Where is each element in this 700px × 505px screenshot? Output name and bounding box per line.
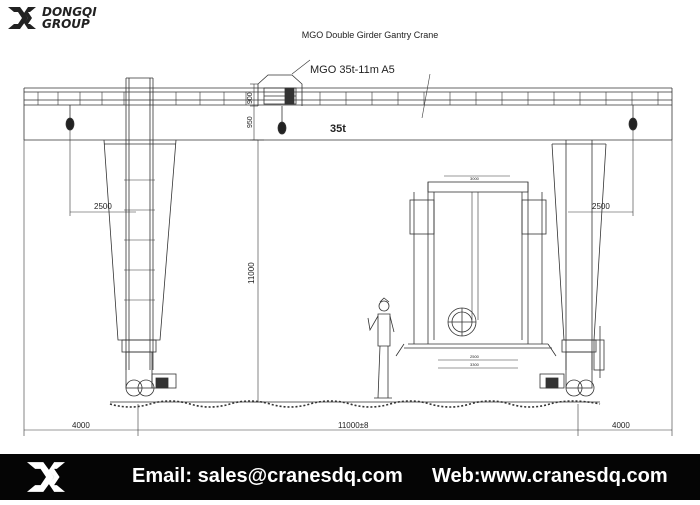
cargo-base-width: 3300 bbox=[470, 362, 480, 367]
cargo-top-width: 3000 bbox=[470, 176, 480, 181]
capacity-label: 35t bbox=[330, 123, 346, 135]
dim-hook-offset: 950 bbox=[247, 116, 254, 128]
contact-email[interactable]: Email: sales@cranesdq.com bbox=[132, 465, 403, 487]
cable-reel-icon bbox=[447, 307, 477, 337]
contact-banner: Email: sales@cranesdq.com Web:www.cranes… bbox=[0, 454, 700, 500]
brand-line1: DONGQI bbox=[42, 5, 97, 19]
dim-outrigger-right: 4000 bbox=[612, 421, 630, 430]
dim-span: 11000±8 bbox=[338, 421, 369, 430]
span-dimensions bbox=[23, 140, 673, 436]
cargo-mid-width: 2500 bbox=[470, 354, 480, 359]
right-hook-icon bbox=[628, 117, 638, 131]
footer-logo-icon bbox=[27, 462, 65, 492]
contact-website[interactable]: Web:www.cranesdq.com bbox=[432, 465, 668, 487]
main-girder bbox=[23, 87, 673, 141]
ground bbox=[109, 400, 601, 408]
left-hook-icon bbox=[65, 117, 75, 131]
dim-lift-height: 11000 bbox=[247, 262, 256, 284]
company-logo: DONGQI GROUP bbox=[6, 4, 97, 32]
left-leg bbox=[103, 77, 177, 397]
dongqi-logo-icon bbox=[8, 7, 36, 29]
drawing-title: MGO Double Girder Gantry Crane bbox=[302, 30, 439, 40]
cantilever-dimensions bbox=[69, 130, 634, 216]
dim-outrigger-left: 4000 bbox=[72, 421, 90, 430]
dim-trolley-height: 900 bbox=[247, 92, 254, 104]
cargo-frame bbox=[395, 175, 557, 369]
trolley-hook-icon bbox=[277, 121, 287, 135]
human-figure-icon bbox=[367, 297, 395, 399]
dim-cantilever-left: 2500 bbox=[94, 202, 112, 211]
brand-line2: GROUP bbox=[42, 17, 90, 31]
dim-cantilever-right: 2500 bbox=[592, 202, 610, 211]
model-label: MGO 35t-11m A5 bbox=[310, 64, 395, 76]
trolley bbox=[257, 74, 303, 122]
right-leg bbox=[539, 140, 607, 397]
